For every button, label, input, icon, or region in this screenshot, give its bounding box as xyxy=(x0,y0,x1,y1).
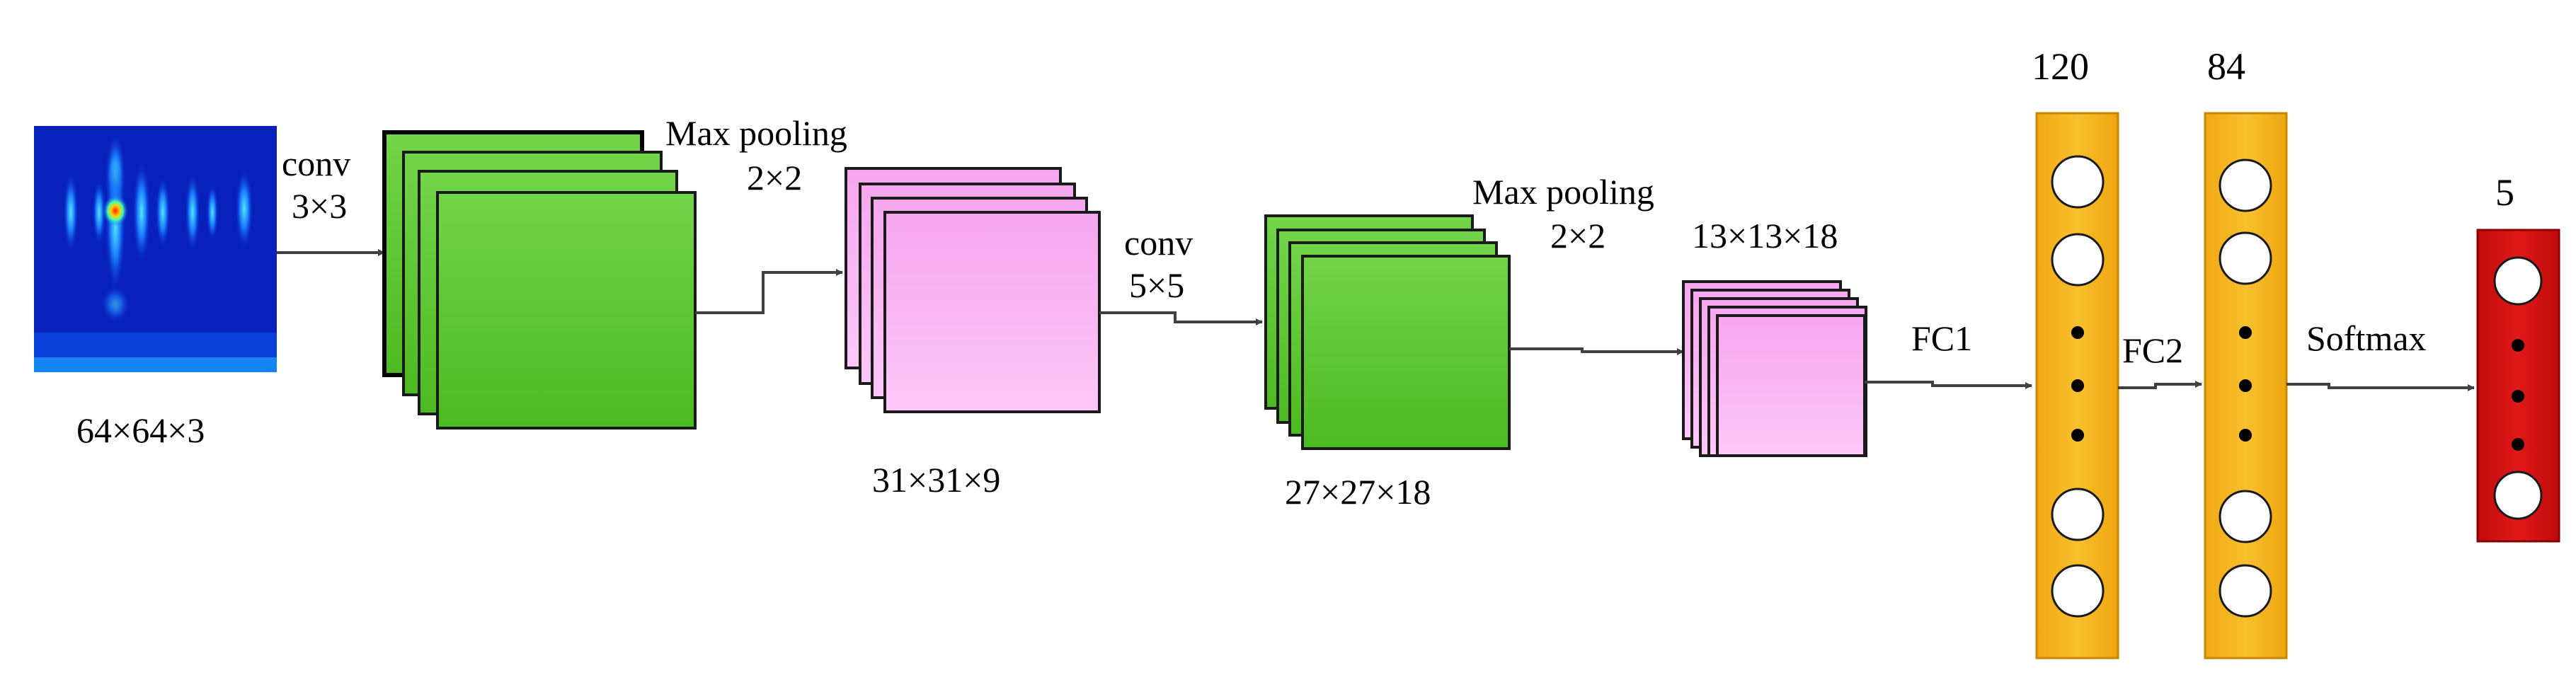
output-units-label: 5 xyxy=(2495,171,2514,214)
conv1-label: conv xyxy=(282,144,350,183)
fc1-ellipsis-dot xyxy=(2071,379,2084,392)
fc2-ellipsis-dot xyxy=(2239,429,2252,442)
fc2-neuron xyxy=(2219,231,2272,285)
pool1-size-label: 2×2 xyxy=(747,158,802,197)
arrow-fc1-to-fc2 xyxy=(2118,381,2202,389)
output-neuron xyxy=(2493,256,2543,306)
fc1-neuron xyxy=(2051,155,2105,209)
conv2-shape-label: 27×27×18 xyxy=(1285,472,1431,512)
fc2-neuron xyxy=(2219,490,2272,543)
input-spectrogram xyxy=(34,126,277,372)
arrow-pool2-to-fc1 xyxy=(1865,381,2032,389)
pool2-size-label: 2×2 xyxy=(1550,216,1605,255)
fc1-neuron xyxy=(2051,564,2105,618)
arrow-fc2-to-output xyxy=(2286,383,2475,391)
input-shape-label: 64×64×3 xyxy=(76,410,205,450)
output-ellipsis-dot xyxy=(2512,438,2524,451)
fc2-neuron xyxy=(2219,159,2272,212)
fc2-ellipsis-dot xyxy=(2239,326,2252,339)
conv2-feature-maps xyxy=(1264,214,1511,450)
pool1-shape-label: 31×31×9 xyxy=(872,460,1000,500)
softmax-label: Softmax xyxy=(2306,318,2426,358)
fc1-units-label: 120 xyxy=(2032,45,2089,88)
output-neuron xyxy=(2493,471,2543,520)
conv1-feature-maps xyxy=(382,130,697,430)
fc1-label: FC1 xyxy=(1911,318,1972,358)
output-ellipsis-dot xyxy=(2512,390,2524,403)
pool1-feature-maps xyxy=(845,167,1101,413)
fc2-units-label: 84 xyxy=(2207,45,2245,88)
fc2-neuron xyxy=(2219,564,2272,618)
conv2-kernel-label: 5×5 xyxy=(1129,265,1184,305)
fc2-layer xyxy=(2204,112,2288,659)
output-layer xyxy=(2476,229,2560,543)
conv1-kernel-label: 3×3 xyxy=(292,186,347,226)
fc1-ellipsis-dot xyxy=(2071,429,2084,442)
pool2-shape-label: 13×13×18 xyxy=(1692,216,1838,255)
arrow-conv2-to-pool2 xyxy=(1509,347,1684,355)
fc1-neuron xyxy=(2051,488,2105,541)
fc1-neuron xyxy=(2051,233,2105,287)
fc2-ellipsis-dot xyxy=(2239,379,2252,392)
conv2-label: conv xyxy=(1124,223,1193,263)
arrow-conv1-to-pool1 xyxy=(695,269,843,314)
pool2-feature-maps xyxy=(1682,280,1867,457)
pool2-label: Max pooling xyxy=(1472,172,1654,212)
arrow-pool1-to-conv2 xyxy=(1099,311,1263,325)
fc2-label: FC2 xyxy=(2122,330,2183,370)
output-ellipsis-dot xyxy=(2512,339,2524,352)
fc1-layer xyxy=(2035,112,2119,659)
pool1-label: Max pooling xyxy=(665,113,847,153)
fc1-ellipsis-dot xyxy=(2071,326,2084,339)
